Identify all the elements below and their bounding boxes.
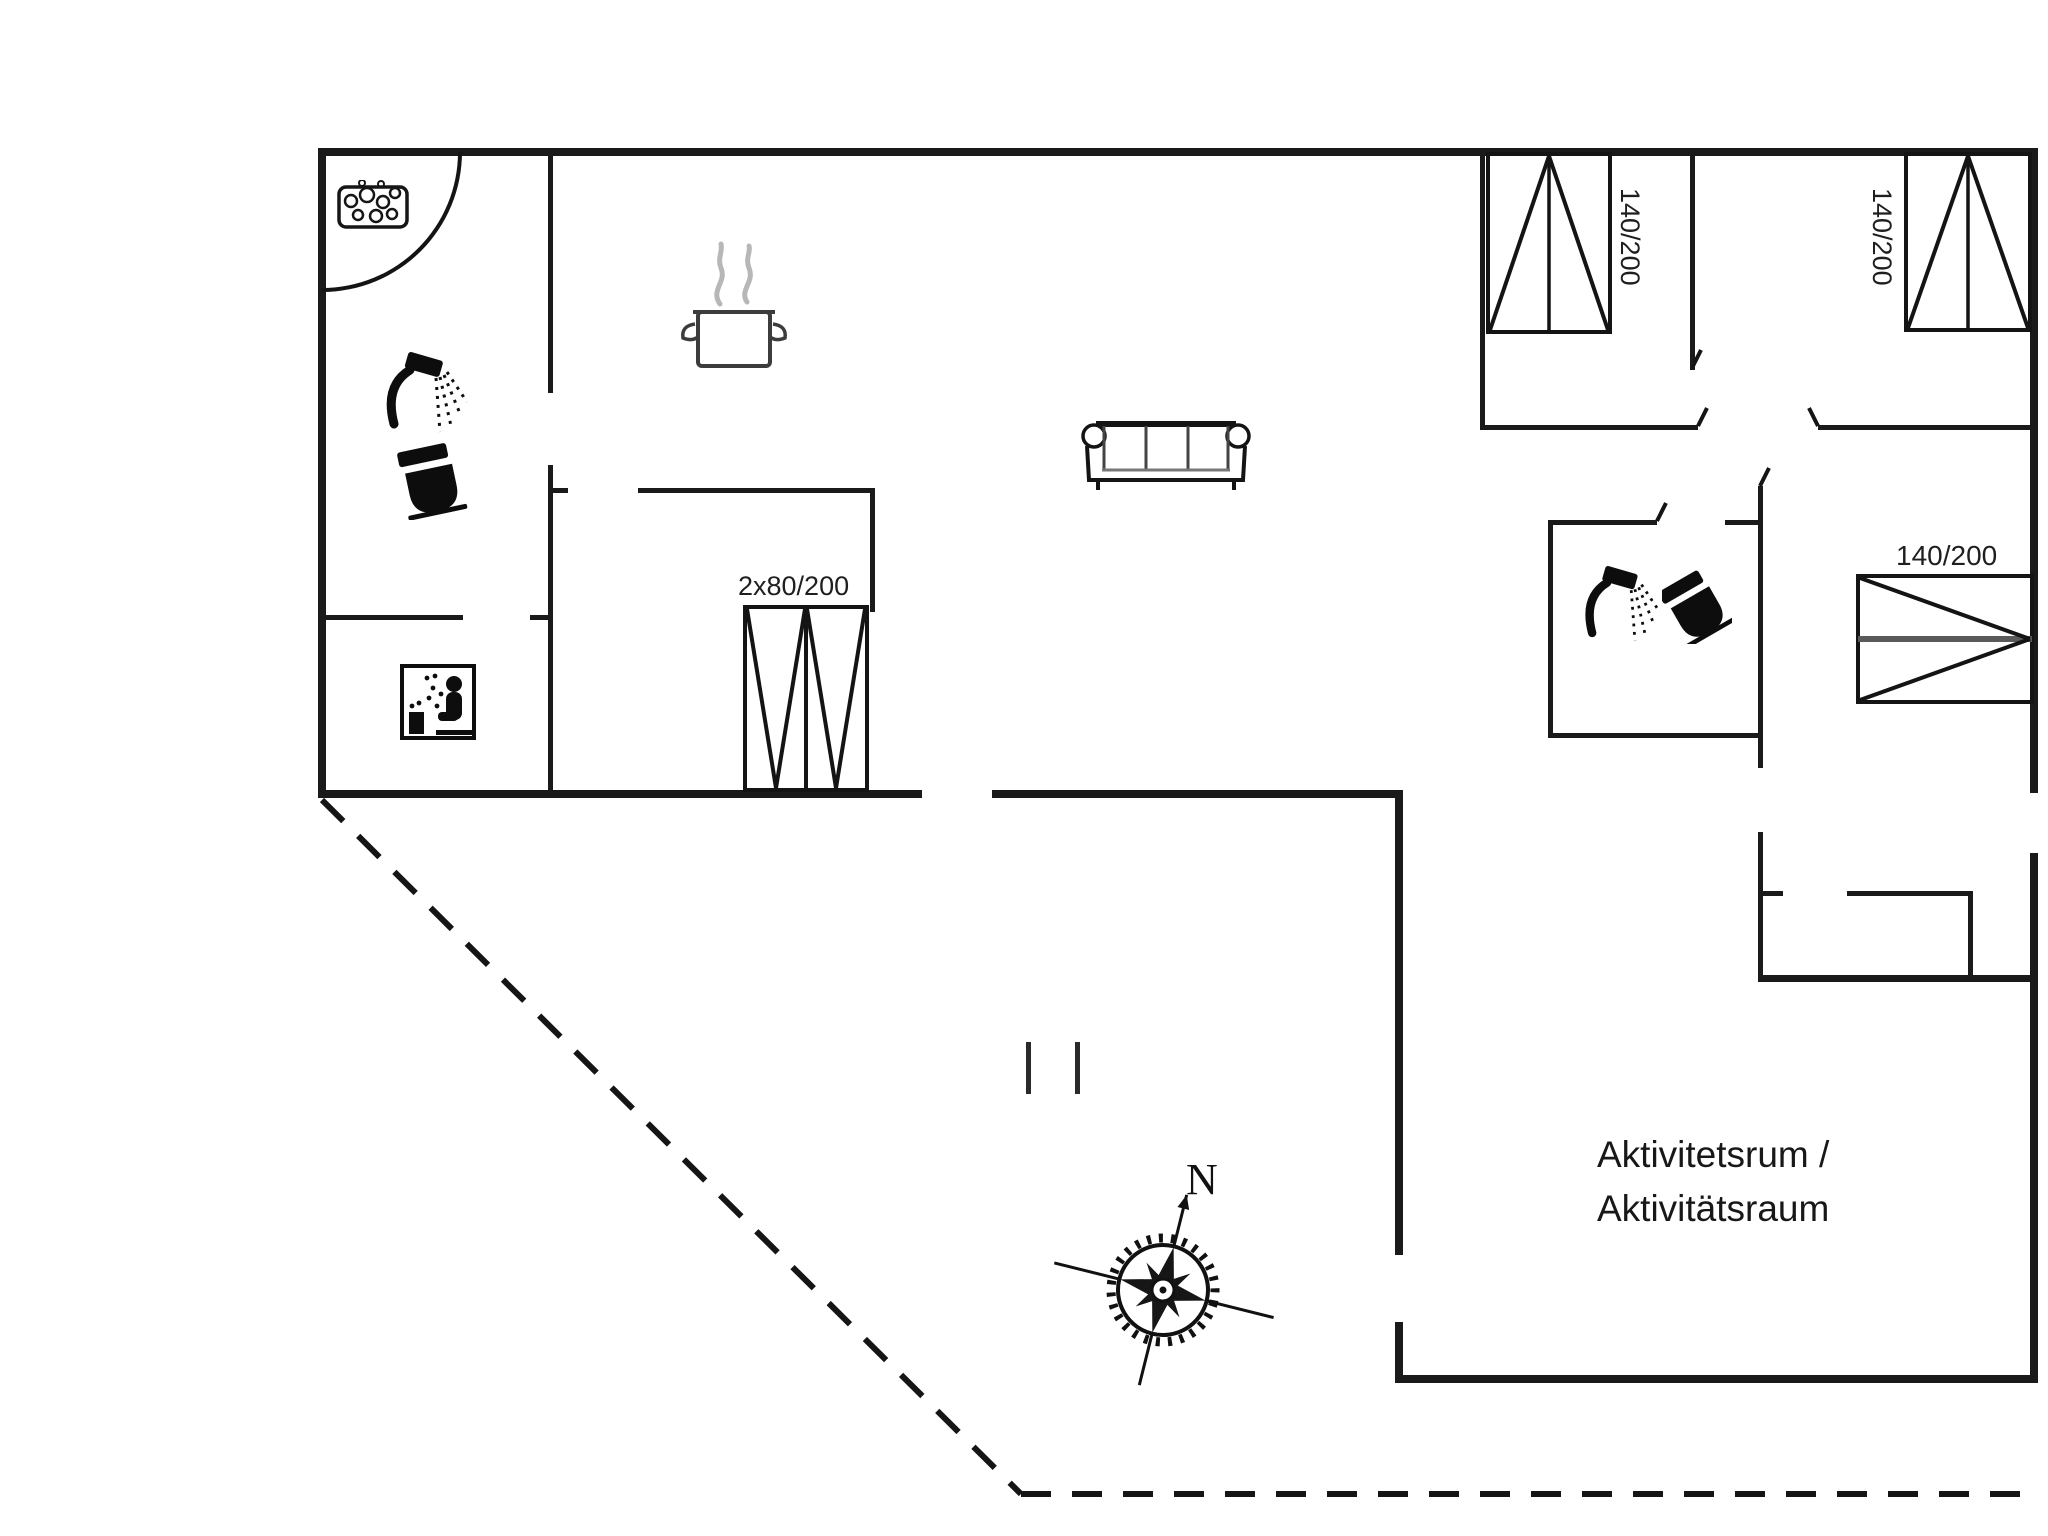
wall-bedroom1-left (1480, 148, 1485, 430)
wall-bath2-left (1548, 520, 1553, 738)
bed-label: 140/200 (1867, 188, 1897, 286)
wall-bath2-bottom (1548, 733, 1763, 738)
wall-bedrooms-divider (1690, 148, 1695, 370)
wall-top (318, 148, 2038, 156)
compass-rose-icon (1053, 1194, 1274, 1386)
shower-icon (386, 352, 468, 433)
wall-store-left (1758, 832, 1763, 982)
wall-bunkroom-top-stub (548, 488, 568, 493)
sauna-icon (400, 664, 476, 740)
wall-bath2-top (1548, 520, 1657, 525)
terrace-step-icon (1026, 1042, 1031, 1094)
room-name-line2: Aktivitätsraum (1597, 1187, 1830, 1229)
wall-right-upper (2030, 148, 2038, 793)
wall-activity-left-upper (1395, 790, 1403, 1255)
whirlpool-icon (337, 180, 409, 229)
wall-sauna-top-stub (530, 615, 550, 620)
wall-sauna-top (318, 615, 463, 620)
wall-store-divider (1968, 891, 1973, 982)
shower-icon (1585, 566, 1662, 641)
bed-label: 140/200 (1615, 188, 1645, 286)
room-name-activity: Aktivitetsrum / Aktivitätsraum (1597, 1128, 1829, 1235)
double-bed-icon (1904, 152, 2032, 332)
wall-bath2-right (1758, 486, 1763, 768)
bunk-bed-label: 2x80/200 (738, 571, 850, 601)
bunk-bed-icon (743, 605, 869, 792)
wall-bunkroom-right (870, 488, 875, 612)
wall-left (318, 148, 326, 798)
toilet-icon (397, 443, 468, 520)
wall-activity-left-lower (1395, 1322, 1403, 1383)
wall-store-top (1847, 891, 1973, 896)
wall-hall-upper (548, 148, 553, 393)
toilet-icon (1662, 570, 1732, 644)
wall-right-lower (2030, 853, 2038, 1383)
cooking-pot-icon (681, 241, 787, 368)
compass-north-label: N (1186, 1155, 1218, 1204)
wall-store-bottom (1758, 975, 2038, 982)
wall-corridor-b (1818, 425, 2035, 430)
double-bed-icon (1856, 574, 2034, 704)
double-bed-icon (1486, 152, 1612, 334)
wall-bottom-left-a (318, 790, 922, 798)
wall-store-stub (1758, 891, 1783, 896)
wall-bunkroom-top (638, 488, 875, 493)
sofa-icon (1081, 421, 1251, 490)
room-name-line1: Aktivitetsrum / (1597, 1134, 1830, 1175)
wall-activity-bottom (1395, 1375, 2038, 1383)
bed-label: 140/200 (1896, 540, 1998, 571)
terrace-step-icon (1075, 1042, 1080, 1094)
wall-bottom-left-b (992, 790, 1403, 798)
wall-bath2-top-stub (1725, 520, 1763, 525)
wall-corridor-a (1480, 425, 1698, 430)
wall-hall-lower (548, 465, 553, 795)
